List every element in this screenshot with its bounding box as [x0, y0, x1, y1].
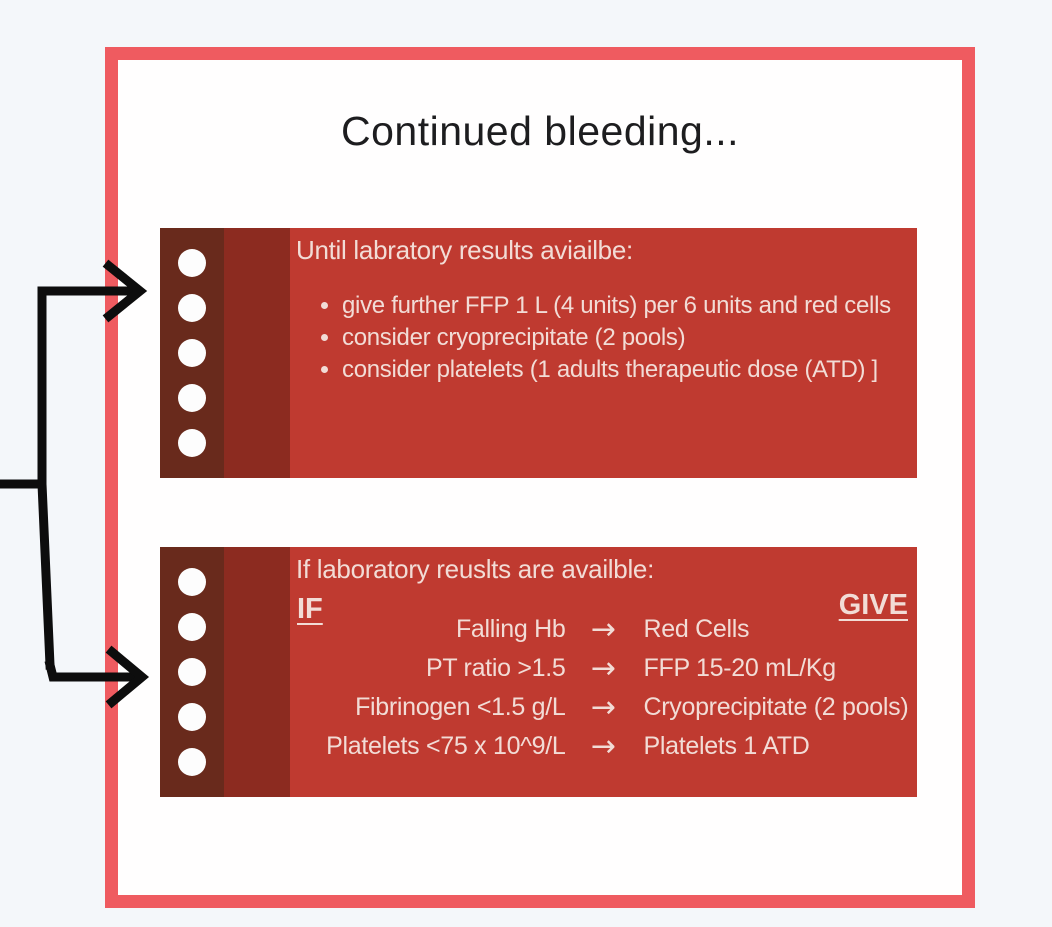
margin-band: [224, 547, 290, 797]
binding-hole: [178, 294, 206, 322]
margin-band: [224, 228, 290, 478]
condition-rows: Falling Hb → Red Cells PT ratio >1.5 → F…: [290, 610, 917, 766]
if-give-row: Falling Hb → Red Cells: [290, 610, 917, 649]
give-column-label: GIVE: [838, 589, 908, 621]
binding-strip: [160, 547, 224, 797]
result-text: Cryoprecipitate (2 pools): [643, 693, 909, 721]
binding-hole: [178, 249, 206, 277]
result-text: Red Cells: [643, 615, 750, 643]
if-column-label: IF: [297, 593, 323, 625]
binding-hole: [178, 658, 206, 686]
condition-text: PT ratio >1.5: [426, 654, 566, 682]
if-give-row: PT ratio >1.5 → FFP 15-20 mL/Kg: [290, 649, 917, 688]
if-give-row: Fibrinogen <1.5 g/L → Cryoprecipitate (2…: [290, 688, 917, 727]
right-arrow-icon: →: [590, 650, 617, 686]
binding-hole: [178, 748, 206, 776]
binding-hole: [178, 613, 206, 641]
panel-if-results: If laboratory reuslts are availble: IF G…: [160, 547, 917, 797]
binding-hole: [178, 384, 206, 412]
until-bullet-list: give further FFP 1 L (4 units) per 6 uni…: [290, 290, 915, 386]
condition-text: Falling Hb: [455, 615, 566, 643]
panel-if-header: If laboratory reuslts are availble:: [296, 554, 655, 584]
right-arrow-icon: →: [590, 728, 617, 764]
binding-hole: [178, 429, 206, 457]
panel-if-content: If laboratory reuslts are availble: IF G…: [290, 547, 917, 797]
binding-hole: [178, 568, 206, 596]
result-text: FFP 15-20 mL/Kg: [643, 654, 837, 682]
bullet-item: give further FFP 1 L (4 units) per 6 uni…: [342, 290, 915, 321]
panel-until-content: Until labratory results aviailbe: give f…: [290, 228, 917, 478]
bullet-item: consider platelets (1 adults therapeutic…: [342, 354, 915, 385]
if-give-row: Platelets <75 x 10^9/L → Platelets 1 ATD: [290, 727, 917, 766]
bullet-item: consider cryoprecipitate (2 pools): [342, 322, 915, 353]
right-arrow-icon: →: [590, 611, 617, 647]
binding-hole: [178, 339, 206, 367]
panel-until-results: Until labratory results aviailbe: give f…: [160, 228, 917, 478]
page-title: Continued bleeding...: [340, 108, 740, 154]
panel-until-header: Until labratory results aviailbe:: [296, 235, 633, 265]
binding-hole: [178, 703, 206, 731]
right-arrow-icon: →: [590, 689, 617, 725]
condition-text: Platelets <75 x 10^9/L: [326, 732, 566, 760]
result-text: Platelets 1 ATD: [643, 732, 810, 760]
binding-strip: [160, 228, 224, 478]
condition-text: Fibrinogen <1.5 g/L: [355, 693, 566, 721]
